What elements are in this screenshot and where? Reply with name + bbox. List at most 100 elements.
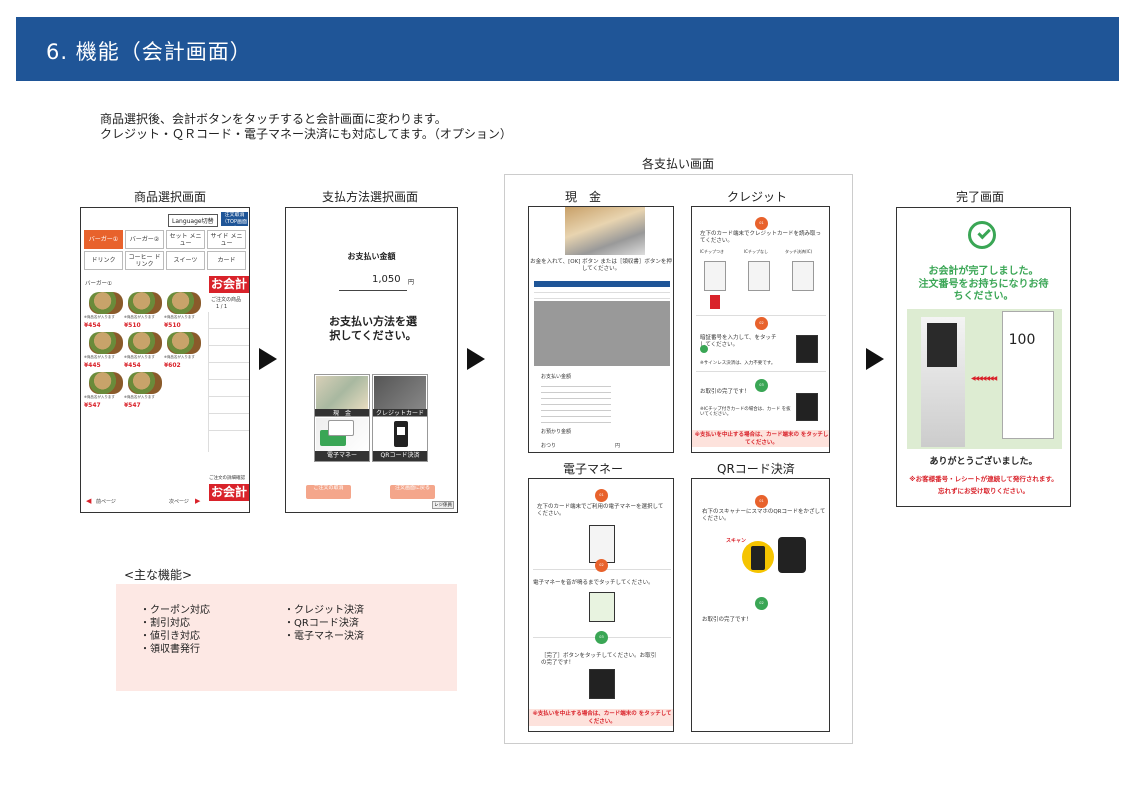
product-desc: ※商品名が入ります — [84, 395, 115, 399]
cash-list-area — [534, 301, 670, 366]
feature-item: ・電子マネー決済 — [284, 631, 364, 642]
tab-side-menu[interactable]: サイド メニュー — [207, 230, 246, 249]
pay-option-label: 電子マネー — [315, 451, 369, 461]
emoney-step1-text: 左下のカード端末でご利用の電子マネーを選択してください。 — [537, 504, 664, 517]
chip-option: ICチップつき — [700, 249, 724, 254]
prev-page-label[interactable]: 前ページ — [96, 499, 116, 505]
cash-yen: 円 — [615, 443, 621, 449]
feature-item: ・クーポン対応 — [140, 605, 210, 616]
step-2-badge: 02 — [595, 559, 608, 572]
emoney-complete-icon — [589, 669, 615, 699]
checkout-button[interactable]: お会計 — [209, 484, 249, 501]
qr-step1-text: 右下のスキャナーにスマホのQRコードをかざしてください。 — [702, 509, 826, 522]
step-3-badge: 03 — [755, 379, 768, 392]
ticket-number: 100 — [1008, 332, 1036, 348]
pay-option-label: クレジットカード — [373, 409, 427, 419]
cash-change-label: おつり — [541, 443, 557, 449]
payment-screens-panel: 現 金 クレジット お金を入れて、[OK] ボタン または［領収書］ボタンを押し… — [504, 174, 853, 744]
checkout-button-top[interactable]: お会計 — [209, 276, 249, 293]
next-page-icon[interactable]: ▶ — [195, 497, 201, 505]
credit-step1-text: 左下のカード端末でクレジットカードを読み取ってください。 — [700, 231, 822, 244]
product-price: ¥602 — [164, 362, 181, 369]
cash-machine-image — [565, 207, 645, 255]
pay-option-qr[interactable]: QRコード決済 — [372, 416, 428, 462]
caption-product-select: 商品選択画面 — [133, 190, 206, 204]
emoney-step3-text: ［完了］ボタンをタッチしてください。お取引の完了です！ — [541, 653, 657, 666]
caption-complete: 完了画面 — [955, 190, 1004, 204]
burger-image — [128, 332, 162, 354]
terminal-done-icon — [796, 393, 818, 421]
pay-option-credit[interactable]: クレジットカード — [372, 374, 428, 420]
chip-option: ICチップなし — [744, 249, 768, 254]
feature-item: ・値引き対応 — [140, 631, 200, 642]
features-title: <主な機能> — [124, 568, 193, 582]
receipt-note-2: 忘れずにお受け取りください。 — [938, 487, 1029, 495]
yen-label: 円 — [408, 279, 415, 286]
cancel-order-button[interactable]: ご注文の取消 — [306, 485, 351, 499]
tab-coffee[interactable]: コーヒー ドリンク — [125, 251, 164, 270]
credit-card-icon — [374, 376, 426, 409]
feature-item: ・QRコード決済 — [284, 618, 359, 629]
ic-card-icon — [316, 418, 368, 451]
burger-image — [167, 332, 201, 354]
tab-set-menu[interactable]: セット メニュー — [166, 230, 205, 249]
tab-sweets[interactable]: スイーツ — [166, 251, 205, 270]
product-desc: ※商品名が入ります — [124, 315, 155, 319]
feature-item: ・領収書発行 — [140, 644, 200, 655]
product-price: ¥510 — [124, 322, 141, 329]
card-terminal-icon — [748, 261, 770, 291]
emoney-warning: ※支払いを中止する場合は、カード端末の をタッチしてください。 — [529, 709, 673, 726]
cash-total-label: お支払い金額 — [541, 374, 572, 380]
intro-line-2: クレジット・ＱＲコード・電子マネー決済にも対応してます。（オプション） — [100, 127, 512, 141]
credit-step3-note: ※ICチップ付きカードの場合は、カード を抜いてください。 — [700, 407, 791, 418]
product-price: ¥454 — [124, 362, 141, 369]
complete-title: お会計が完了しました。 — [928, 266, 1039, 277]
caption-credit: クレジット — [727, 190, 788, 204]
order-list — [208, 312, 249, 452]
return-order-button[interactable]: 注文画面に戻る — [390, 485, 435, 499]
step-1-badge: 01 — [755, 495, 768, 508]
product-price: ¥445 — [84, 362, 101, 369]
product-desc: ※商品名が入ります — [124, 355, 155, 359]
product-desc: ※商品名が入ります — [164, 315, 195, 319]
cash-breakdown — [541, 381, 611, 425]
tab-burger-1[interactable]: バーガー① — [84, 230, 123, 249]
tab-burger-2[interactable]: バーガー② — [125, 230, 164, 249]
product-desc: ※商品名が入ります — [124, 395, 155, 399]
pager-text: 1 / 1 — [216, 304, 228, 310]
product-price: ¥547 — [124, 402, 141, 409]
caption-cash: 現 金 — [565, 190, 602, 204]
check-circle-icon — [968, 221, 996, 249]
card-insert-icon — [710, 295, 720, 309]
complete-subtitle: 注文番号をお持ちになりお待ちください。 — [918, 279, 1049, 302]
ok-check-icon — [700, 345, 708, 353]
pay-option-label: QRコード決済 — [373, 451, 427, 461]
payment-method-screen: お支払い金額 1,050 円 お支払い方法を選択してください。 現 金 クレジッ… — [285, 207, 458, 513]
staff-button[interactable]: レジ係員 — [432, 501, 454, 509]
chip-option: タッチ決済(IC) — [785, 249, 813, 254]
credit-step3-text: お取引の完了です！ — [700, 389, 750, 395]
caption-qr: QRコード決済 — [717, 462, 795, 476]
cancel-order-button[interactable]: 注文取消（TOP画面へ） — [221, 212, 248, 232]
cash-deposit-label: お預かり金額 — [541, 429, 572, 435]
amount-label: お支払い金額 — [347, 252, 396, 261]
prev-page-icon[interactable]: ◀ — [86, 497, 92, 505]
next-page-label[interactable]: 次ページ — [169, 499, 189, 505]
pay-option-emoney[interactable]: 電子マネー — [314, 416, 370, 462]
tab-drink[interactable]: ドリンク — [84, 251, 123, 270]
pay-option-label: 現 金 — [315, 409, 369, 419]
product-select-screen: Language切替 注文取消（TOP画面へ） バーガー① バーガー② セット … — [80, 207, 250, 513]
step-1-badge: 01 — [755, 217, 768, 230]
language-button[interactable]: Language切替 — [168, 214, 218, 227]
tab-card[interactable]: カード — [207, 251, 246, 270]
step-1-badge: 01 — [595, 489, 608, 502]
burger-image — [89, 332, 123, 354]
cash-table-row — [534, 287, 670, 293]
caption-payment-method: 支払方法選択画面 — [321, 190, 418, 204]
complete-screen: お会計が完了しました。 注文番号をお持ちになりお待ちください。 ◀◀◀◀◀◀◀ … — [896, 207, 1071, 507]
divider — [696, 371, 826, 372]
burger-image — [128, 292, 162, 314]
pay-option-cash[interactable]: 現 金 — [314, 374, 370, 420]
credit-screen: 01 左下のカード端末でクレジットカードを読み取ってください。 ICチップつき … — [691, 206, 830, 453]
smartphone-qr-icon — [374, 418, 426, 451]
